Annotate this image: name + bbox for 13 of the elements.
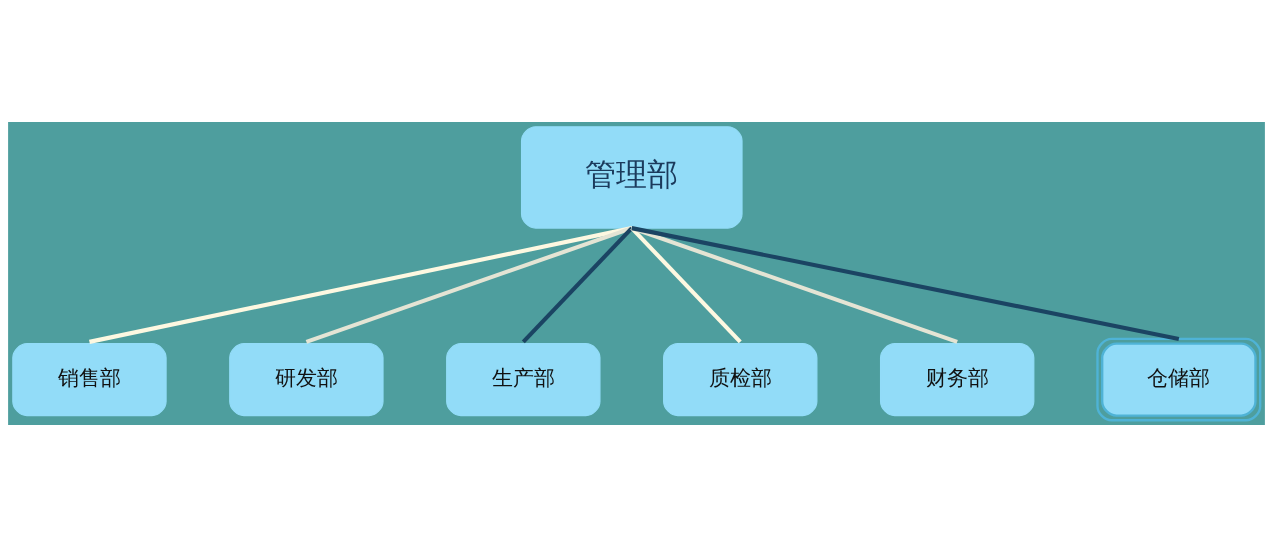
connector [521, 226, 634, 343]
connector [631, 225, 958, 344]
node-box: 财务部 [879, 342, 1035, 416]
node-box: 质检部 [663, 342, 818, 416]
node-box: 销售部 [12, 342, 167, 416]
node-box: 仓储部 [1096, 337, 1262, 421]
connector [630, 226, 742, 343]
connector [89, 225, 633, 344]
node-box: 研发部 [229, 342, 384, 416]
connector [305, 225, 633, 344]
node-box: 管理部 [520, 125, 743, 229]
node-box: 生产部 [446, 342, 601, 416]
connector [631, 225, 1180, 341]
